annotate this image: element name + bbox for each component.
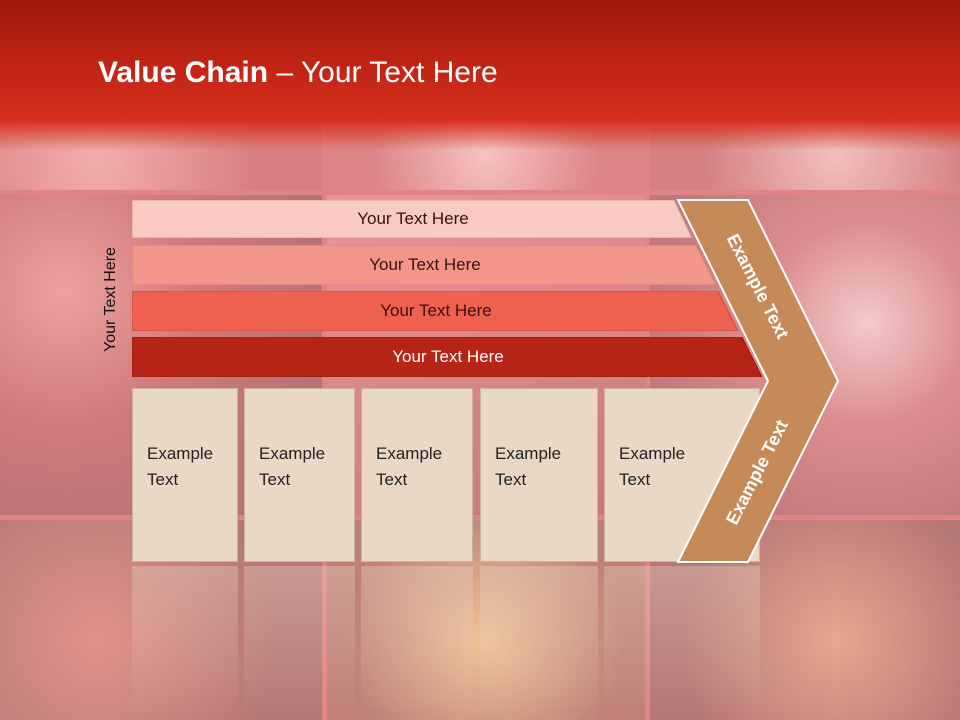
cell-4: Example Text: [480, 388, 598, 562]
cell-4-line2: Text: [495, 470, 527, 489]
bar-3-label: Your Text Here: [380, 301, 492, 320]
cell-5-line2: Text: [619, 470, 651, 489]
cell-1-line2: Text: [147, 470, 179, 489]
bar-2-label: Your Text Here: [369, 255, 481, 274]
cell-3: Example Text: [361, 388, 473, 562]
bar-1-label: Your Text Here: [357, 209, 469, 228]
bar-3: Your Text Here: [132, 291, 740, 331]
bar-1-shape: [132, 200, 693, 238]
slide-title: Value Chain – Your Text Here: [98, 56, 498, 90]
cell-2-line2: Text: [259, 470, 291, 489]
cell-3-line1: Example: [376, 444, 443, 463]
bar-4-label: Your Text Here: [392, 347, 504, 366]
cell-5-line1: Example: [619, 444, 686, 463]
cell-1: Example Text: [132, 388, 238, 562]
cell-2-line1: Example: [259, 444, 326, 463]
title-bar: [0, 0, 960, 150]
cell-2: Example Text: [244, 388, 355, 562]
cell-3-line2: Text: [376, 470, 408, 489]
title-rest: – Your Text Here: [268, 56, 498, 89]
bar-3-shape: [132, 291, 739, 331]
bar-4: Your Text Here: [132, 337, 764, 377]
bar-2-shape: [132, 245, 717, 285]
bar-1: Your Text Here: [132, 200, 694, 238]
cell-1-line1: Example: [147, 444, 214, 463]
reflection: [0, 566, 960, 720]
bar-4-shape: [132, 337, 763, 377]
cell-4-line1: Example: [495, 444, 562, 463]
title-bold: Value Chain: [98, 56, 269, 89]
bar-2: Your Text Here: [132, 245, 718, 285]
